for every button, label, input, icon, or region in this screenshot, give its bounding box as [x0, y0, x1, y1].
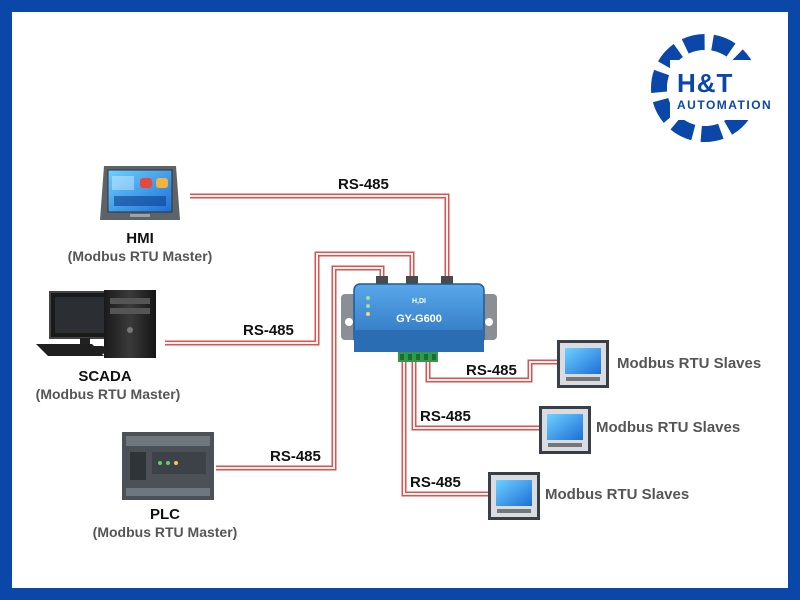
logo-subtitle: AUTOMATION: [677, 98, 773, 112]
plc-name: PLC: [150, 506, 180, 523]
scada-computer-image: [36, 290, 156, 358]
plc-device-image: [122, 432, 214, 500]
slave-label-2: Modbus RTU Slaves: [596, 419, 741, 436]
link-label-hmi: RS-485: [338, 176, 389, 193]
wire-scada: [165, 251, 415, 346]
slave-label-1: Modbus RTU Slaves: [617, 355, 762, 372]
slave-label-3: Modbus RTU Slaves: [545, 486, 690, 503]
hmi-device-image: [100, 166, 180, 220]
link-label-slave3: RS-485: [410, 474, 461, 491]
slave-meter-3-image: [488, 472, 540, 520]
logo-brand: H&T: [677, 68, 734, 98]
plc-role: (Modbus RTU Master): [92, 524, 238, 540]
gateway-brand: H,DI: [412, 298, 426, 305]
link-label-plc: RS-485: [270, 448, 321, 465]
gateway-model: GY-G600: [396, 313, 442, 325]
hmi-name: HMI: [126, 230, 154, 247]
gateway-device: [341, 276, 497, 362]
link-label-slave1: RS-485: [466, 362, 517, 379]
link-label-slave2: RS-485: [420, 408, 471, 425]
scada-role: (Modbus RTU Master): [35, 386, 181, 402]
link-label-scada: RS-485: [243, 322, 294, 339]
wire-slave1: [425, 358, 558, 383]
hmi-role: (Modbus RTU Master): [67, 248, 213, 264]
slave-meter-1-image: [557, 340, 609, 388]
wire-plc: [216, 265, 385, 471]
wire-hmi: [190, 193, 450, 282]
logo-gear-icon: [651, 34, 788, 142]
wire-slave3: [401, 358, 490, 497]
scada-name: SCADA: [78, 368, 132, 385]
wire-slave2: [411, 358, 540, 431]
slave-meter-2-image: [539, 406, 591, 454]
